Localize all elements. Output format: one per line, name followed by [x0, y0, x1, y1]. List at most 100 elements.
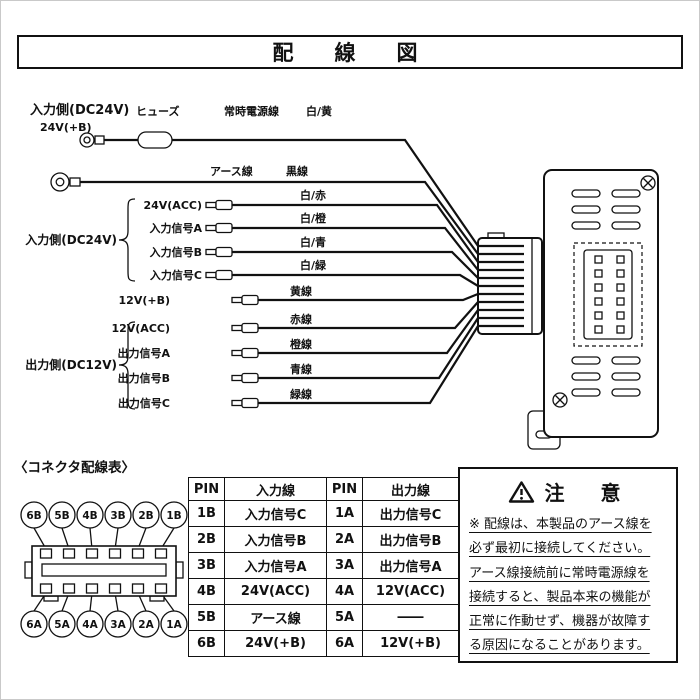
table-row: 1B 入力信号C 1A 出力信号C	[188, 500, 459, 527]
connector-front-view	[24, 545, 184, 602]
warning-box: 注 意 ※ 配線は、本製品のアース線を 必ず最初に接続してください。 アース線接…	[458, 467, 678, 663]
table-cell: アース線	[224, 604, 327, 631]
wire-12v-acc: 12V(ACC) 赤線	[111, 300, 524, 335]
wire-ground: アース線 黒線	[50, 164, 524, 256]
table-cell: 出力信号B	[362, 526, 459, 553]
screw-icon	[640, 175, 656, 191]
fuse-label: ヒューズ	[136, 104, 179, 118]
table-cell: 入力信号B	[224, 526, 327, 553]
table-row: 4B 24V(ACC) 4A 12V(ACC)	[188, 578, 459, 605]
pin-label: 2B	[138, 510, 153, 522]
table-cell: 入力信号A	[224, 552, 327, 579]
wire-name: 入力信号C	[150, 268, 202, 282]
table-cell: 4B	[188, 578, 225, 605]
wire-color: 白/緑	[300, 258, 327, 272]
wire-12v-plus-b: 12V(+B) 黄線	[119, 284, 524, 307]
warning-icon	[508, 480, 534, 503]
pin-label: 4A	[82, 619, 98, 631]
pin-label: 3B	[110, 510, 125, 522]
table-row: 6B 24V(+B) 6A 12V(+B)	[188, 630, 459, 657]
socket-body	[583, 249, 633, 340]
connector-pins-top	[39, 548, 168, 559]
wire-color: 赤線	[290, 312, 312, 326]
spade-terminal-icon	[231, 374, 243, 382]
wire-name: 12V(+B)	[119, 294, 170, 307]
wire-output-signal-a: 出力信号A 橙線	[117, 308, 524, 360]
pin-label: 1B	[166, 510, 181, 522]
wire-label: 24V(+B)	[40, 121, 91, 134]
table-cell: 2A	[326, 526, 363, 553]
wire-output-signal-b: 出力信号B 青線	[118, 316, 524, 385]
spade-terminal-icon	[231, 296, 243, 304]
page-title: 配 線 図	[272, 41, 428, 65]
table-cell: 入力信号C	[224, 500, 327, 527]
pin-label: 4B	[82, 510, 97, 522]
wire-name: アース線	[210, 164, 253, 178]
table-header-row: PIN 入力線 PIN 出力線	[188, 477, 459, 501]
wire-color: 黒線	[286, 164, 308, 178]
wire-name: 24V(ACC)	[143, 199, 202, 212]
wiring-diagram: 入力側(DC24V)	[25, 102, 659, 450]
spade-terminal-icon	[205, 201, 217, 209]
wire-color: 緑線	[290, 387, 312, 401]
column-header: PIN	[326, 477, 363, 501]
table-cell: 出力信号A	[362, 552, 459, 579]
vent-slots-top	[571, 189, 641, 230]
wire-output-signal-c: 出力信号C 緑線	[118, 324, 524, 410]
page-title-box: 配 線 図	[17, 35, 683, 69]
output-group-label: 出力側(DC12V)	[25, 357, 117, 372]
table-cell: 5B	[188, 604, 225, 631]
pin-assignment-table: PIN 入力線 PIN 出力線 1B 入力信号C 1A 出力信号C 2B 入力信…	[188, 477, 459, 657]
connector-side-tab	[175, 561, 184, 579]
wire-color: 黄線	[290, 284, 312, 298]
wire-color: 白/赤	[300, 188, 326, 202]
spade-terminal-icon	[231, 324, 243, 332]
table-cell: ――	[362, 604, 459, 631]
table-cell: 12V(ACC)	[362, 578, 459, 605]
pin-circles-top: 6B 5B 4B 3B 2B 1B	[20, 501, 188, 529]
connector-key-slot	[41, 563, 167, 577]
vent-slots-bottom	[571, 356, 641, 397]
wire-name: 12V(ACC)	[111, 322, 170, 335]
wire-color: 白/黄	[306, 104, 332, 118]
warning-title: 注 意	[544, 481, 629, 505]
wire-name: 出力信号A	[117, 346, 170, 360]
wire-color: 白/橙	[300, 211, 327, 225]
pin-label: 5A	[54, 619, 70, 631]
spade-terminal-icon	[205, 271, 217, 279]
spade-terminal-icon	[205, 224, 217, 232]
table-cell: 出力信号C	[362, 500, 459, 527]
wire-24v-acc: 24V(ACC) 白/赤	[143, 188, 524, 264]
column-header: 出力線	[362, 477, 459, 501]
wire-name: 入力信号A	[149, 221, 202, 235]
wire-input-signal-a: 入力信号A 白/橙	[149, 211, 524, 272]
fuse-icon	[137, 131, 173, 149]
pin-label: 2A	[138, 619, 154, 631]
table-cell: 3A	[326, 552, 363, 579]
wire-name: 出力信号C	[118, 396, 170, 410]
wire-24v-plus-b: 24V(+B) ヒューズ 常時電源線 白/黄	[40, 104, 524, 248]
connector-side-tab	[24, 561, 33, 579]
connector-pin-diagram: 6B 5B 4B 3B 2B 1B 6A 5A 4A 3A 2A 1A	[20, 501, 188, 638]
socket-pins	[594, 255, 625, 334]
input-group-label: 入力側(DC24V)	[25, 232, 117, 247]
pin-label: 5B	[54, 510, 69, 522]
table-cell: 1A	[326, 500, 363, 527]
wire-name: 出力信号B	[118, 371, 170, 385]
pin-label: 1A	[166, 619, 182, 631]
spade-terminal-icon	[231, 349, 243, 357]
table-cell: 24V(+B)	[224, 630, 327, 657]
wire-input-signal-c: 入力信号C 白/緑	[150, 258, 524, 288]
spade-terminal-icon	[205, 248, 217, 256]
column-header: PIN	[188, 477, 225, 501]
pin-label: 6B	[26, 510, 41, 522]
wire-name: 入力信号B	[150, 245, 202, 259]
warning-header: 注 意	[469, 477, 667, 506]
table-cell: 4A	[326, 578, 363, 605]
input-section-label: 入力側(DC24V)	[30, 102, 129, 118]
table-cell: 6A	[326, 630, 363, 657]
spade-terminal-icon	[231, 399, 243, 407]
input-group-brace	[118, 198, 136, 282]
connector-pins-bottom	[39, 583, 168, 594]
